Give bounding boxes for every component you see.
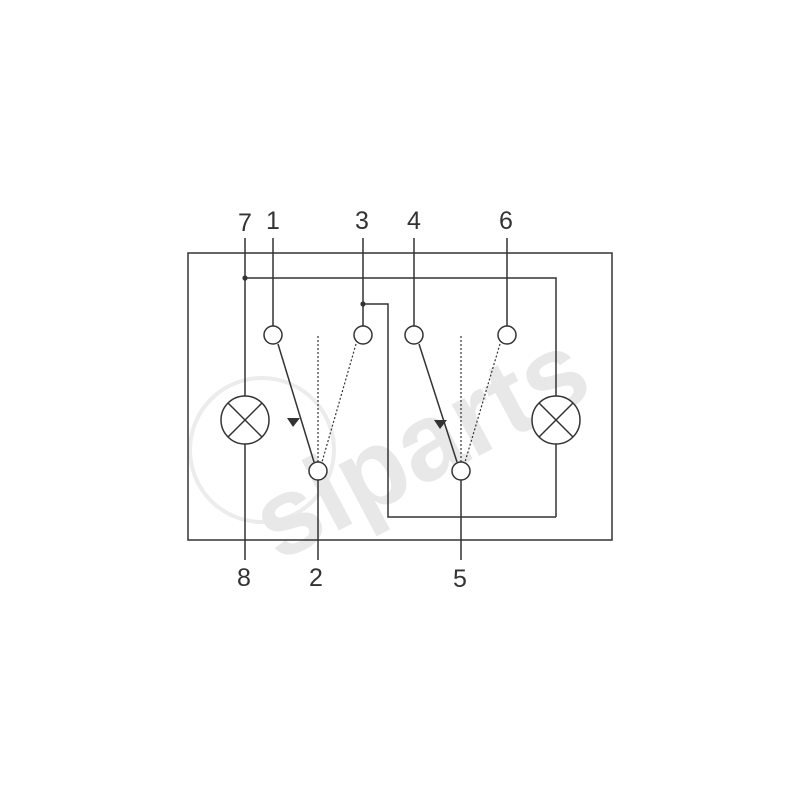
pin-label-4: 4 bbox=[407, 207, 421, 235]
pin-label-8: 8 bbox=[237, 564, 251, 592]
pin-label-2: 2 bbox=[309, 564, 323, 592]
switch2-alt-position bbox=[464, 343, 501, 463]
junction-dot-pin3 bbox=[360, 301, 366, 307]
switch2-blade bbox=[418, 343, 458, 463]
contact-6 bbox=[497, 325, 517, 345]
switch1-alt-position bbox=[321, 343, 357, 463]
switch-housing bbox=[187, 252, 613, 541]
switch2-arrow-icon bbox=[434, 420, 447, 429]
contact-1 bbox=[263, 325, 283, 345]
contact-5 bbox=[451, 461, 471, 481]
pin-label-3: 3 bbox=[355, 207, 369, 235]
switch1-arrow-icon bbox=[287, 418, 300, 427]
lamp-left-icon bbox=[220, 395, 270, 445]
pin-label-7: 7 bbox=[238, 209, 252, 237]
contact-2 bbox=[308, 461, 328, 481]
contact-4 bbox=[404, 325, 424, 345]
watermark-circle bbox=[188, 376, 336, 524]
junction-dot-pin7 bbox=[242, 275, 248, 281]
contact-3 bbox=[353, 325, 373, 345]
wire-top-bus bbox=[245, 277, 557, 396]
pin-label-1: 1 bbox=[266, 207, 280, 235]
switch1-blade bbox=[277, 343, 315, 463]
pin-label-5: 5 bbox=[453, 565, 467, 593]
wire-bottom-loop bbox=[363, 303, 556, 518]
watermark: siparts bbox=[188, 306, 608, 584]
pin-label-6: 6 bbox=[499, 207, 513, 235]
lamp-right-icon bbox=[531, 395, 581, 445]
